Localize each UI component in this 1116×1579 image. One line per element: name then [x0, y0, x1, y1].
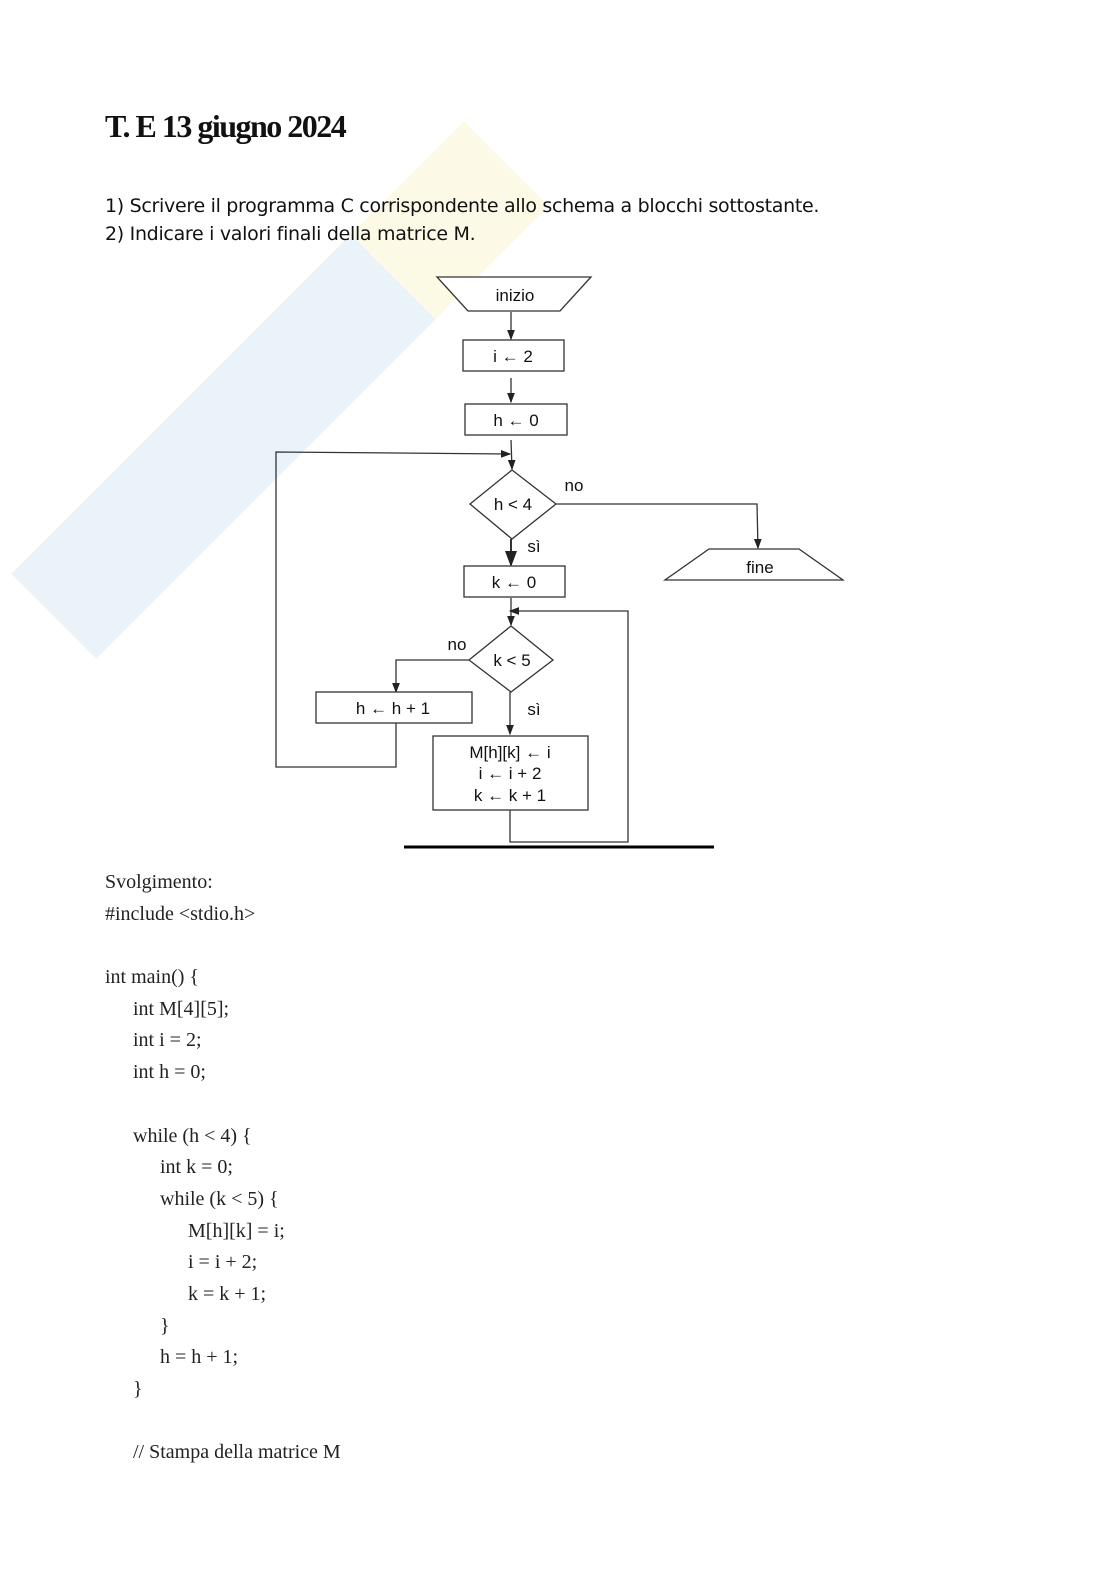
code-listing: Svolgimento: #include <stdio.h> int main()…: [105, 867, 341, 1469]
body-line: k ← k + 1: [474, 786, 546, 805]
cond-h-label: h < 4: [494, 495, 532, 514]
no-line-1: [556, 503, 762, 550]
box-h-inc: [315, 691, 473, 724]
box-body: [432, 735, 589, 811]
k-init-label: k ← 0: [492, 573, 536, 592]
start-terminal: [435, 276, 593, 312]
box-h-init: [464, 403, 568, 436]
no-label-1: no: [565, 476, 584, 495]
code-line: [105, 930, 341, 962]
end-label: fine: [746, 558, 773, 577]
code-line: int i = 2;: [133, 1029, 202, 1052]
question-2: 2) Indicare i valori finali della matric…: [105, 223, 476, 245]
arrow: [507, 439, 516, 471]
yes-label-1: sì: [527, 537, 540, 556]
code-line: M[h][k] = i;: [188, 1219, 285, 1242]
no-label-2: no: [448, 635, 467, 654]
cond-k-label: k < 5: [493, 651, 530, 670]
code-line: [105, 1089, 341, 1121]
code-line: while (h < 4) {: [133, 1124, 252, 1147]
box-k-init: [463, 565, 566, 598]
code-line: [105, 1406, 341, 1438]
code-line: #include <stdio.h>: [105, 902, 256, 925]
question-1: 1) Scrivere il programma C corrispondent…: [105, 195, 820, 217]
code-line: int k = 0;: [160, 1156, 233, 1179]
code-line: int M[4][5];: [133, 997, 230, 1020]
no-line-2: [392, 659, 469, 694]
code-line: int main() {: [105, 966, 200, 989]
code-line: i = i + 2;: [188, 1251, 258, 1274]
h-inc-label: h ← h + 1: [356, 699, 430, 718]
code-line: k = k + 1;: [188, 1282, 267, 1305]
code-line: }: [133, 1378, 143, 1400]
code-line: Svolgimento:: [105, 871, 213, 893]
code-line: while (k < 5) {: [160, 1187, 279, 1210]
code-line: // Stampa della matrice M: [133, 1441, 341, 1464]
code-line: int h = 0;: [133, 1061, 206, 1084]
code-line: h = h + 1;: [160, 1346, 239, 1369]
i-init-label: i ← 2: [493, 347, 533, 366]
end-terminal: [662, 548, 846, 581]
body-line: M[h][k] ← i: [469, 743, 550, 762]
box-i-init: [462, 339, 565, 372]
decision-k: [467, 625, 555, 693]
body-line: i ← i + 2: [479, 764, 542, 783]
yes-label-2: sì: [527, 700, 540, 719]
page-title: T. E 13 giugno 2024: [105, 108, 347, 144]
inner-loop-line: [508, 607, 629, 843]
outer-loop-line: [275, 450, 512, 768]
code-line: }: [160, 1314, 170, 1337]
start-label: inizio: [496, 286, 535, 305]
h-init-label: h ← 0: [493, 411, 538, 430]
